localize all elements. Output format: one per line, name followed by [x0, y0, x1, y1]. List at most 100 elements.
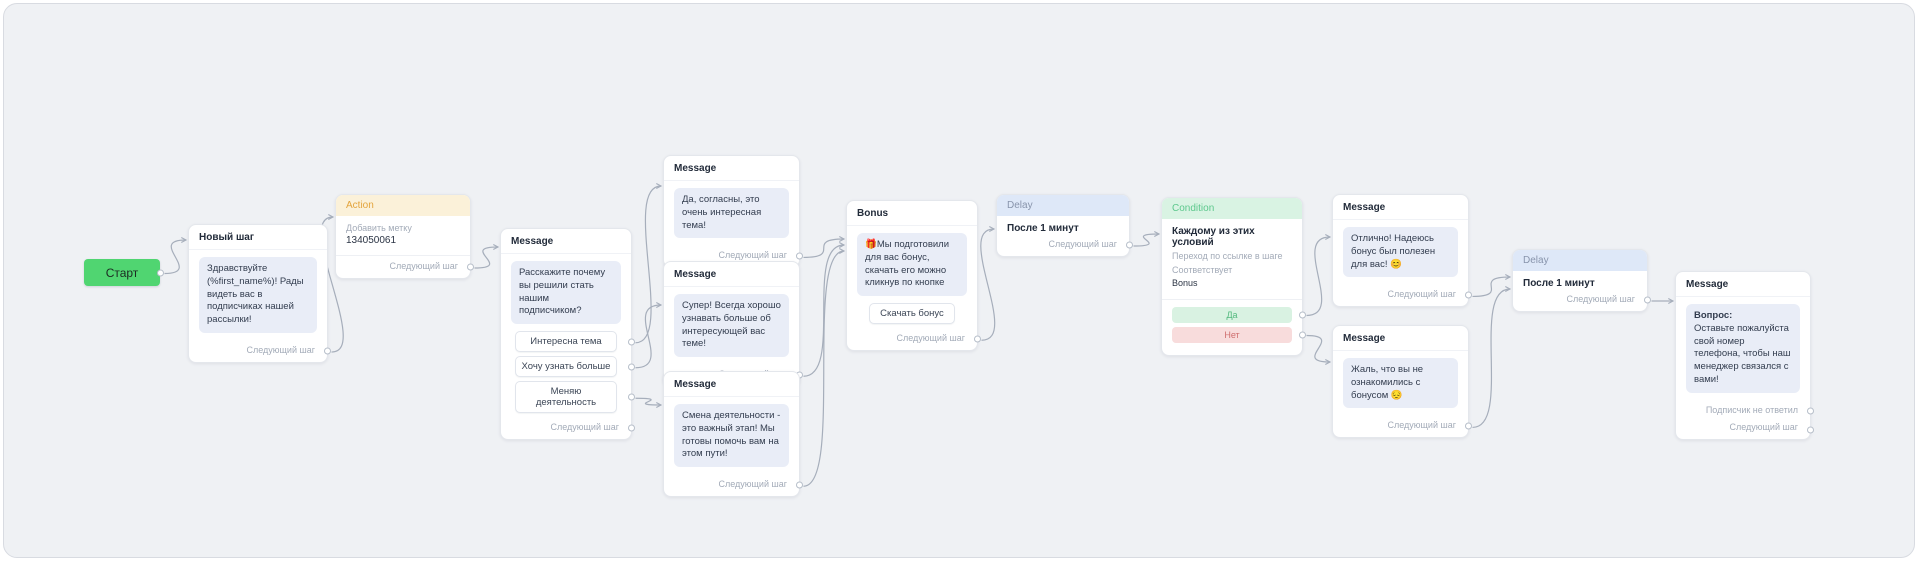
condition-yes-row: Да: [1162, 306, 1306, 323]
node-action[interactable]: Action Добавить метку 134050061 Следующи…: [335, 194, 474, 279]
option-button[interactable]: Интересна тема: [515, 331, 617, 353]
condition-no-button[interactable]: Нет: [1172, 326, 1292, 343]
output-port[interactable]: [1126, 241, 1133, 249]
next-step-row: Следующий шаг: [1333, 415, 1472, 437]
message-bubble: Здравствуйте (%first_name%)! Рады видеть…: [199, 257, 317, 334]
node-title: Message: [1333, 195, 1468, 220]
node-message-phone[interactable]: Message Вопрос: Оставьте пожалуйста свой…: [1675, 271, 1814, 440]
node-delay-1[interactable]: Delay После 1 минут Следующий шаг: [996, 194, 1133, 257]
node-new-step[interactable]: Новый шаг Здравствуйте (%first_name%)! Р…: [188, 224, 331, 364]
output-port[interactable]: [628, 393, 635, 401]
node-delay-2[interactable]: Delay После 1 минут Следующий шаг: [1512, 249, 1651, 312]
message-bubble: 🎁Мы подготовили для вас бонус, скачать е…: [857, 233, 967, 297]
node-title: Message: [1676, 272, 1810, 297]
condition-operator: Соответствует: [1172, 264, 1233, 275]
output-port[interactable]: [467, 263, 474, 271]
condition-no-row: Нет: [1162, 326, 1306, 343]
next-step-label: Следующий шаг: [550, 422, 619, 433]
output-port[interactable]: [628, 424, 635, 432]
option-row: Меняю деятельность: [501, 381, 635, 414]
output-port[interactable]: [157, 269, 164, 276]
next-step-row: Следующий шаг: [997, 234, 1133, 256]
output-port[interactable]: [1465, 291, 1472, 299]
next-step-label: Следующий шаг: [1387, 420, 1456, 431]
no-reply-label: Подписчик не ответил: [1705, 404, 1798, 415]
output-port[interactable]: [1299, 331, 1306, 338]
bonus-download-button[interactable]: Скачать бонус: [869, 303, 955, 325]
condition-rule: Переход по ссылке в шаге: [1172, 251, 1283, 261]
message-bubble: Да, согласны, это очень интересная тема!: [674, 188, 789, 239]
next-step-row: Следующий шаг: [664, 474, 803, 496]
action-field-label: Добавить метку: [346, 223, 412, 233]
output-port[interactable]: [324, 347, 331, 355]
message-bubble: Супер! Всегда хорошо узнавать больше об …: [674, 294, 789, 358]
next-step-label: Следующий шаг: [1729, 421, 1798, 432]
node-title: Bonus: [847, 201, 977, 226]
next-step-row: Следующий шаг: [1513, 289, 1651, 311]
message-bubble: Расскажите почему вы решили стать нашим …: [511, 261, 621, 325]
start-node[interactable]: Старт: [84, 259, 164, 286]
next-step-label: Следующий шаг: [718, 250, 787, 261]
output-port[interactable]: [628, 338, 635, 346]
action-field-value: 134050061: [346, 235, 397, 246]
option-button[interactable]: Хочу узнать больше: [515, 356, 617, 378]
node-title: Message: [501, 229, 631, 254]
divider: [336, 255, 470, 256]
divider: [1162, 298, 1302, 300]
message-bubble: Вопрос: Оставьте пожалуйста свой номер т…: [1686, 304, 1800, 393]
node-message-bonus-yes[interactable]: Message Отлично! Надеюсь бонус был полез…: [1332, 194, 1472, 308]
delay-duration: После 1 минут: [1523, 278, 1595, 289]
next-step-row: Следующий шаг: [336, 256, 474, 278]
next-step-label: Следующий шаг: [246, 345, 315, 356]
spacer: [1162, 347, 1302, 355]
next-step-label: Следующий шаг: [718, 479, 787, 490]
node-message-topic[interactable]: Message Да, согласны, это очень интересн…: [663, 155, 803, 269]
condition-heading: Каждому из этих условий: [1172, 226, 1255, 248]
question-text: Оставьте пожалуйста свой номер телефона,…: [1694, 322, 1791, 386]
node-title: Condition: [1162, 198, 1302, 219]
next-step-row: Следующий шаг: [664, 245, 803, 267]
node-message-ask[interactable]: Message Расскажите почему вы решили стат…: [500, 228, 635, 441]
option-row: Скачать бонус: [847, 303, 977, 325]
next-step-row: Следующий шаг: [1333, 284, 1472, 306]
next-step-label: Следующий шаг: [1048, 239, 1117, 249]
node-title: Message: [1333, 326, 1468, 351]
output-port[interactable]: [1644, 296, 1651, 304]
flow-canvas[interactable]: Старт Новый шаг Здравствуйте (%first_nam…: [3, 3, 1915, 558]
output-port[interactable]: [1807, 407, 1814, 415]
next-step-label: Следующий шаг: [389, 261, 458, 271]
condition-value: Bonus: [1172, 278, 1198, 288]
node-title: Delay: [997, 195, 1129, 216]
output-port[interactable]: [796, 481, 803, 489]
node-message-bonus-no[interactable]: Message Жаль, что вы не ознакомились с б…: [1332, 325, 1472, 439]
output-port[interactable]: [1807, 426, 1814, 434]
option-row: Хочу узнать больше: [501, 356, 635, 378]
message-bubble: Жаль, что вы не ознакомились с бонусом 😔: [1343, 358, 1458, 409]
node-title: Message: [664, 372, 799, 397]
delay-duration: После 1 минут: [1007, 223, 1079, 234]
output-port[interactable]: [1299, 311, 1306, 318]
node-title: Action: [336, 195, 470, 216]
option-button[interactable]: Меняю деятельность: [515, 381, 617, 414]
node-message-more[interactable]: Message Супер! Всегда хорошо узнавать бо…: [663, 261, 803, 388]
next-step-row: Следующий шаг: [501, 417, 635, 439]
output-port[interactable]: [1465, 422, 1472, 430]
output-port[interactable]: [974, 335, 981, 343]
start-label: Старт: [105, 265, 139, 280]
message-bubble: Отлично! Надеюсь бонус был полезен для в…: [1343, 227, 1458, 278]
output-port[interactable]: [628, 363, 635, 371]
node-condition[interactable]: Condition Каждому из этих условий Перехо…: [1161, 197, 1306, 356]
output-port[interactable]: [796, 252, 803, 260]
message-bubble: Смена деятельности - это важный этап! Мы…: [674, 404, 789, 468]
node-bonus[interactable]: Bonus 🎁Мы подготовили для вас бонус, ска…: [846, 200, 981, 352]
node-title: Новый шаг: [189, 225, 327, 250]
next-step-label: Следующий шаг: [1387, 289, 1456, 300]
next-step-row: Следующий шаг: [189, 340, 331, 362]
node-message-change[interactable]: Message Смена деятельности - это важный …: [663, 371, 803, 498]
node-title: Delay: [1513, 250, 1647, 271]
next-step-label: Следующий шаг: [896, 333, 965, 344]
next-step-row: Следующий шаг: [1676, 421, 1814, 439]
node-title: Message: [664, 156, 799, 181]
next-step-row: Следующий шаг: [847, 328, 981, 350]
condition-yes-button[interactable]: Да: [1172, 306, 1292, 323]
